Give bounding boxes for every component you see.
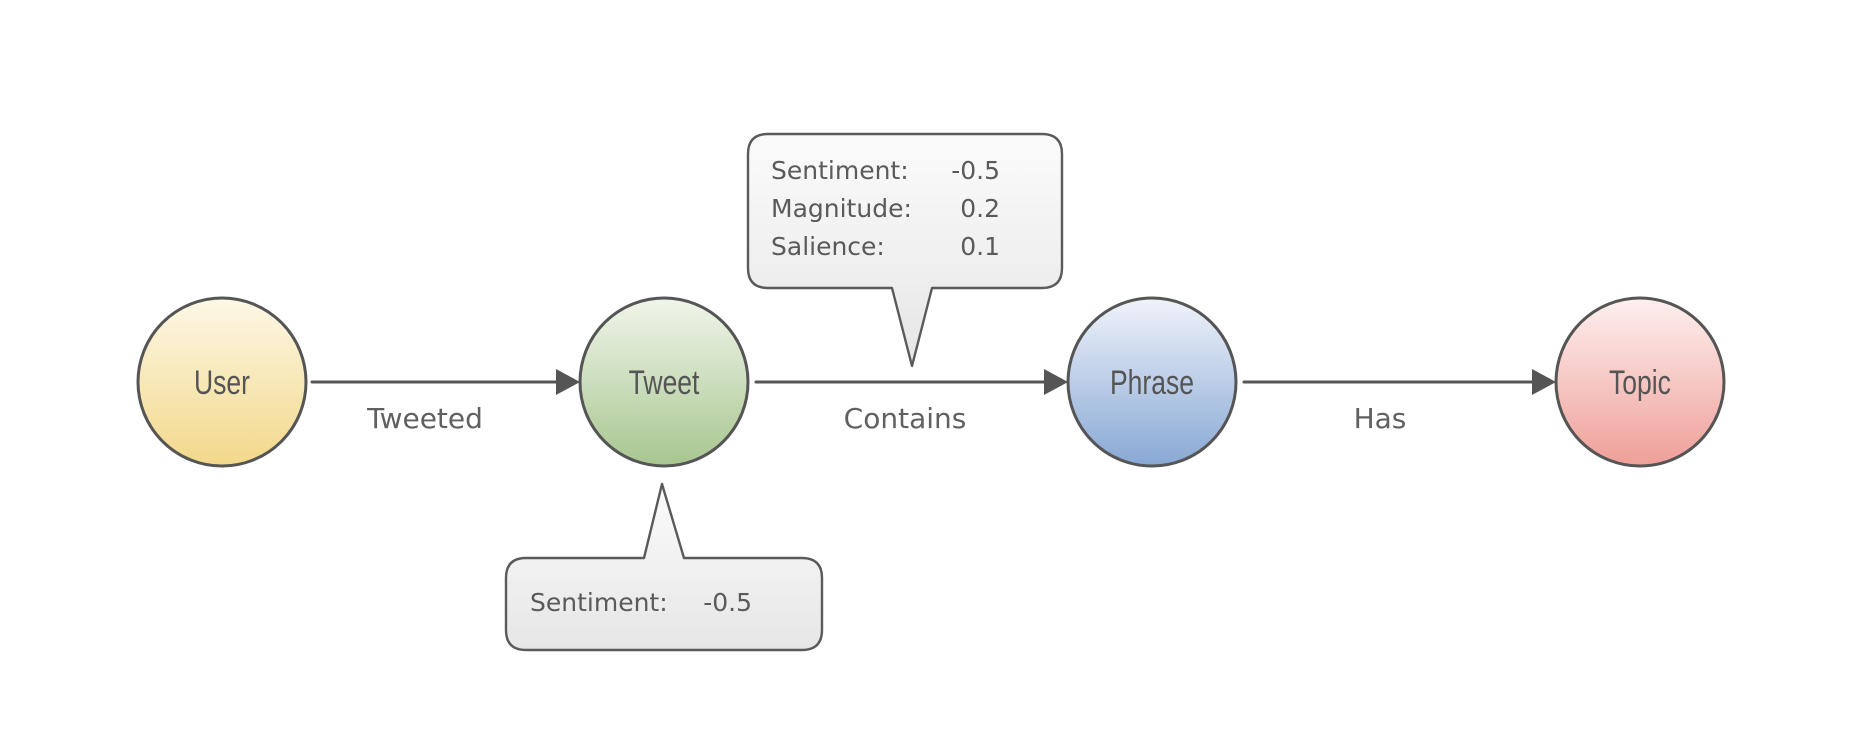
node-topic-label: Topic bbox=[1609, 364, 1671, 402]
edge-tweeted: Tweeted bbox=[310, 369, 580, 435]
edge-contains-label: Contains bbox=[844, 402, 967, 435]
node-topic-circle bbox=[1554, 296, 1726, 468]
edge-contains-arrowhead bbox=[1044, 369, 1068, 395]
node-phrase: Phrase bbox=[1066, 296, 1238, 468]
edge-tweeted-arrowhead bbox=[556, 369, 580, 395]
callout-tweet-sentiment-key: Sentiment: bbox=[530, 588, 668, 617]
node-tweet: Tweet bbox=[578, 296, 750, 468]
edge-has: Has bbox=[1242, 369, 1556, 435]
node-tweet-label: Tweet bbox=[629, 364, 700, 402]
node-user-circle bbox=[136, 296, 308, 468]
callout-contains-sentiment-key: Sentiment: bbox=[771, 156, 909, 185]
callout-tweet-sentiment-value: -0.5 bbox=[703, 588, 752, 617]
node-topic: Topic bbox=[1554, 296, 1726, 468]
callout-contains-salience-key: Salience: bbox=[771, 232, 885, 261]
edge-tweeted-label: Tweeted bbox=[366, 402, 483, 435]
callout-contains-salience-value: 0.1 bbox=[960, 232, 1000, 261]
callout-contains-sentiment-value: -0.5 bbox=[951, 156, 1000, 185]
edge-has-arrowhead bbox=[1532, 369, 1556, 395]
callout-tweet-node: Sentiment: -0.5 bbox=[504, 482, 824, 652]
callout-contains-edge: Sentiment: -0.5 Magnitude: 0.2 Salience:… bbox=[746, 132, 1064, 368]
callout-contains-magnitude-value: 0.2 bbox=[960, 194, 1000, 223]
callout-tweet-bubble bbox=[504, 482, 824, 652]
callout-contains-bubble bbox=[746, 132, 1064, 368]
node-user-label: User bbox=[194, 364, 250, 402]
callout-contains-magnitude-key: Magnitude: bbox=[771, 194, 912, 223]
edge-has-label: Has bbox=[1354, 402, 1407, 435]
node-tweet-circle bbox=[578, 296, 750, 468]
node-phrase-label: Phrase bbox=[1110, 364, 1194, 402]
edge-contains: Contains bbox=[754, 369, 1068, 435]
node-phrase-circle bbox=[1066, 296, 1238, 468]
node-user: User bbox=[136, 296, 308, 468]
